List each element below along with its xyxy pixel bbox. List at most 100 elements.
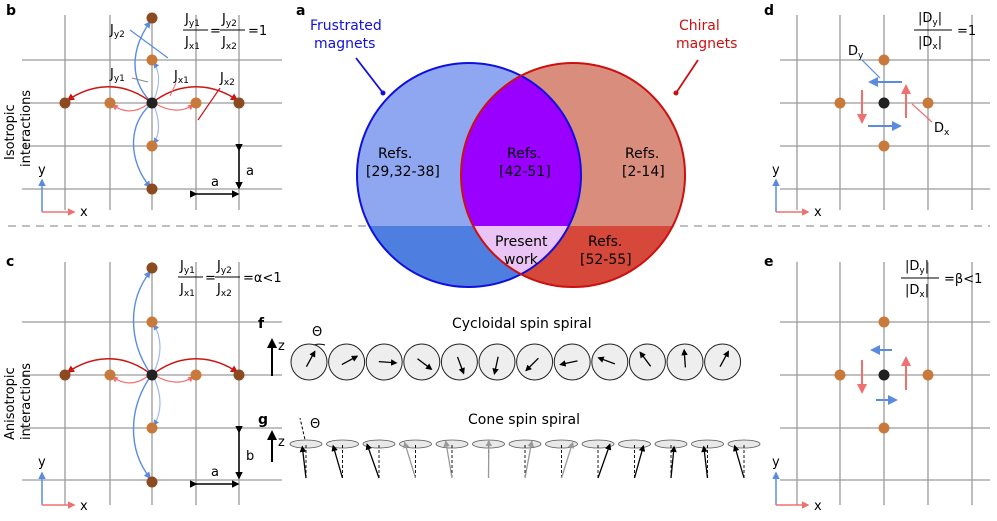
svg-text:|Dx|: |Dx| — [918, 35, 942, 52]
right-refs-1: Refs. — [625, 146, 659, 162]
lattice-grid-c — [22, 262, 282, 505]
jy1-arrow-down — [153, 377, 161, 427]
svg-text:Jx1: Jx1 — [184, 35, 200, 52]
site — [59, 97, 71, 109]
jx2-arrow-right — [155, 358, 239, 373]
y-axis-label: y — [772, 163, 780, 178]
site — [146, 183, 158, 195]
svg-text:Jy1: Jy1 — [184, 12, 200, 29]
chiral-title-1: Chiral — [679, 18, 720, 34]
cone-spin-arrow — [365, 443, 380, 479]
cone-spin-arrow — [670, 445, 677, 479]
anisotropic-label-1: Anisotropic — [3, 367, 18, 440]
anisotropic-label-2: interactions — [19, 363, 34, 440]
panel-label-f: f — [258, 316, 265, 332]
svg-text:|Dx|: |Dx| — [905, 283, 929, 300]
panel-f: f Cycloidal spin spiral z Θ — [258, 316, 742, 381]
jy1-arrow-down — [153, 105, 160, 144]
cone-spin-arrow — [524, 440, 535, 479]
jy1-arrow-up — [153, 62, 160, 101]
x-axis-label: x — [814, 205, 822, 220]
panel-label-c: c — [6, 254, 14, 270]
panel-label-a: a — [296, 3, 305, 19]
cycloidal-title: Cycloidal spin spiral — [452, 316, 592, 332]
site — [834, 369, 846, 381]
cone-spin-arrow — [633, 444, 646, 479]
svg-text:=α<1: =α<1 — [243, 271, 282, 286]
lattice-grid-e — [780, 262, 990, 505]
site — [190, 97, 202, 109]
site — [878, 422, 890, 434]
svg-text:=β<1: =β<1 — [944, 272, 982, 287]
jx1-arrow-right — [155, 375, 194, 383]
cone-spins — [289, 439, 761, 479]
jy2-arrow-up — [132, 270, 151, 374]
site — [233, 369, 245, 381]
panel-d: d Dy Dx |Dy| |Dx| =1 y x — [764, 3, 990, 220]
equation-e: |Dy| |Dx| =β<1 — [901, 259, 982, 300]
site — [146, 316, 158, 328]
spin-arrow — [525, 357, 539, 372]
present-work-1: Present — [495, 234, 548, 250]
theta-label-g: Θ — [310, 417, 320, 432]
bottom-right-refs-2: [52-55] — [580, 252, 632, 268]
site — [104, 97, 116, 109]
x-axis-label: x — [814, 499, 822, 514]
dx-leader — [911, 103, 933, 123]
jx2-arrow-left — [66, 358, 149, 373]
middle-refs-1: Refs. — [507, 146, 541, 162]
jy2-arrow-down — [132, 376, 151, 480]
site — [834, 97, 846, 109]
spin-arrow — [681, 348, 688, 368]
panel-a-venn: a Frustrated magnets Chiral magnets Refs… — [296, 3, 737, 288]
panel-b: b Jy2 Jy1 Jx1 — [3, 3, 282, 220]
jy2-leader — [129, 29, 169, 59]
jx2-label: Jx2 — [219, 71, 235, 88]
cone-spin-arrow — [299, 445, 307, 479]
present-work-2: work — [504, 252, 539, 268]
theta-label-f: Θ — [312, 325, 322, 340]
jx1-arrow-left — [112, 375, 149, 384]
svg-text:Jy2: Jy2 — [216, 259, 232, 276]
jy1-arrow-up — [153, 323, 161, 373]
intersection-top — [461, 63, 581, 226]
bottom-right-refs-1: Refs. — [588, 234, 622, 250]
jx1-arrow-right — [155, 103, 194, 111]
site — [59, 369, 71, 381]
lattice-grid-b — [22, 15, 282, 210]
cone-spin-arrow — [701, 445, 709, 479]
spin-arrow — [341, 355, 359, 366]
panel-label-b: b — [6, 3, 16, 19]
cone-spin-arrow — [443, 440, 453, 479]
a-label-horizontal: a — [211, 465, 219, 480]
left-refs-1: Refs. — [378, 146, 412, 162]
jy2-arrow-up — [134, 20, 151, 102]
dy-leader — [861, 59, 881, 79]
site — [922, 369, 934, 381]
svg-text:=1: =1 — [957, 24, 976, 39]
svg-text:|Dy|: |Dy| — [905, 259, 929, 276]
frustrated-title-1: Frustrated — [310, 18, 382, 34]
equation-d: |Dy| |Dx| =1 — [914, 11, 976, 52]
equation-c: Jy1 Jx1 = Jy2 Jx2 =α<1 — [178, 259, 282, 299]
equation-b: Jy1 Jx1 = Jy2 Jx2 =1 — [183, 12, 267, 52]
frustrated-pointer — [355, 57, 384, 94]
b-label-vertical: b — [246, 449, 254, 464]
spin-arrow — [597, 356, 616, 365]
y-axis-label: y — [38, 455, 46, 470]
panel-label-e: e — [764, 254, 774, 270]
site — [233, 97, 245, 109]
site — [878, 54, 890, 66]
jx2-leader — [197, 87, 221, 121]
site — [104, 369, 116, 381]
panel-label-d: d — [764, 3, 774, 19]
dx-label: Dx — [934, 121, 950, 138]
site — [190, 369, 202, 381]
jx1-leader — [169, 82, 177, 97]
isotropic-label-1: Isotropic — [3, 104, 18, 160]
z-label-f: z — [278, 339, 285, 354]
right-circle-outline — [460, 62, 686, 288]
site — [146, 476, 158, 488]
chiral-pointer — [675, 59, 699, 94]
site — [146, 54, 158, 66]
